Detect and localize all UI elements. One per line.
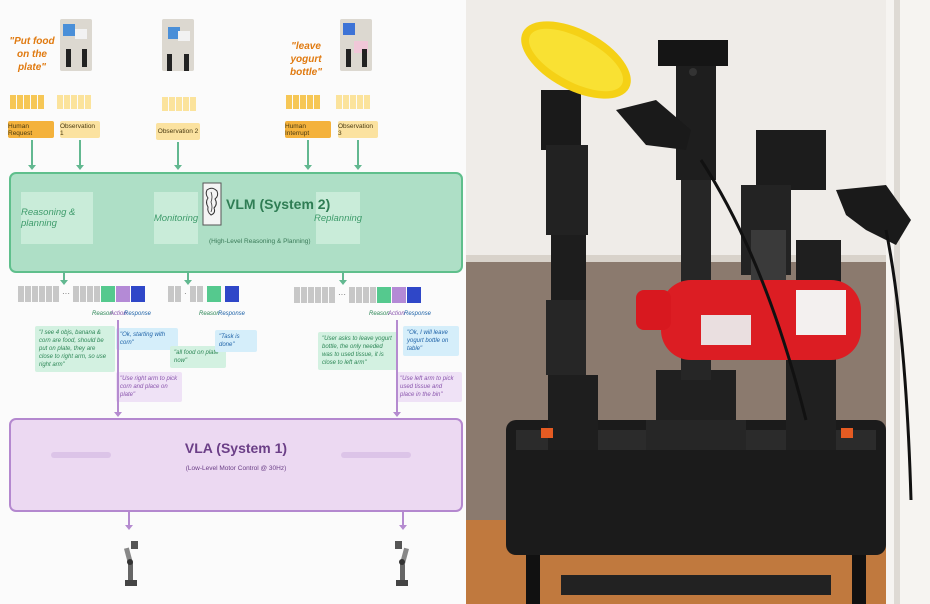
observation-thumbnail-3 <box>340 19 372 71</box>
vlm-subtitle: (High-Level Reasoning & Planning) <box>209 238 311 245</box>
reason-block <box>101 285 115 302</box>
blurred-band-1 <box>51 452 111 458</box>
hierarchical-system-diagram: "Put food on the plate" "leave yogurt bo… <box>8 19 463 586</box>
response-bubble-2: "Task is done" <box>215 330 257 352</box>
action-label-3: Action <box>388 311 405 317</box>
token-row-observation-1 <box>57 95 91 109</box>
arrow-input-2 <box>76 140 84 170</box>
output-sequence-3: ··· <box>294 286 421 303</box>
robot-arm-icon-left <box>117 538 143 586</box>
response-bubble-1: "Ok, starting with corn" <box>116 328 178 350</box>
arrow-input-3 <box>174 142 182 170</box>
response-block <box>407 286 421 303</box>
arrow-input-1 <box>28 140 36 170</box>
robot-arm-icon-right <box>390 538 416 586</box>
token-row-observation-2 <box>162 97 196 111</box>
reason-label-3: Reason <box>369 311 390 317</box>
instruction-put-food: "Put food on the plate" <box>9 36 55 73</box>
response-label-2: Response <box>218 311 246 317</box>
action-bubble-3: "Use left arm to pick used tissue and pl… <box>396 372 462 402</box>
brain-icon <box>202 182 222 226</box>
arrow-action-3 <box>393 320 401 417</box>
observation-thumbnail-1 <box>60 19 92 71</box>
output-sequence-2: · <box>168 285 239 302</box>
vlm-title: VLM (System 2) <box>226 196 331 212</box>
action-block <box>392 286 406 303</box>
reason-bubble-2: "all food on plate now" <box>170 346 226 368</box>
observation-thumbnail-2 <box>162 19 194 71</box>
instruction-leave-yogurt: "leave yogurt bottle" <box>290 41 322 78</box>
token-row-interrupt <box>286 95 320 109</box>
tag-human-interrupt: Human Interrupt <box>285 121 331 138</box>
arrow-output-1 <box>60 271 68 285</box>
reason-bubble-3: "User asks to leave yogurt bottle, the o… <box>318 332 398 370</box>
reason-bubble-1: "I see 4 objs, banana & corn are food, s… <box>35 326 115 372</box>
action-label-1: Action <box>110 311 127 317</box>
mode-monitoring: Monitoring <box>154 192 198 244</box>
robot-photo <box>466 0 930 604</box>
arrow-input-5 <box>354 140 362 170</box>
response-label-3: Response <box>404 311 432 317</box>
response-label-1: Response <box>124 311 152 317</box>
action-block <box>116 285 130 302</box>
response-block <box>131 285 145 302</box>
arrow-motor-2 <box>399 512 407 530</box>
reason-label-1: Reason <box>92 311 113 317</box>
output-sequence-1: ··· <box>18 285 145 302</box>
token-row-request <box>10 95 44 109</box>
tag-observation-1: Observation 1 <box>60 121 100 138</box>
mode-replanning: Replanning <box>314 192 362 244</box>
reason-label-2: Reason <box>199 311 220 317</box>
vla-subtitle: (Low-Level Motor Control @ 30Hz) <box>185 465 287 472</box>
reason-block <box>377 286 391 303</box>
response-block <box>224 285 239 302</box>
arrow-output-3 <box>339 271 347 285</box>
tag-observation-3: Observation 3 <box>338 121 378 138</box>
vla-title: VLA (System 1) <box>184 440 288 456</box>
vlm-system-2-box: Reasoning & planning Monitoring Replanni… <box>9 172 463 273</box>
blurred-band-2 <box>341 452 411 458</box>
reason-block <box>206 285 221 302</box>
mode-reasoning-planning: Reasoning & planning <box>21 192 93 244</box>
arrow-action-1 <box>114 320 122 417</box>
vla-system-1-box: VLA (System 1) (Low-Level Motor Control … <box>9 418 463 512</box>
tag-human-request: Human Request <box>8 121 54 138</box>
arrow-output-2 <box>184 271 192 285</box>
action-bubble-1: "Use right arm to pick corn and place on… <box>116 372 182 402</box>
arrow-input-4 <box>304 140 312 170</box>
tag-observation-2: Observation 2 <box>156 123 200 140</box>
token-row-observation-3 <box>336 95 370 109</box>
arrow-motor-1 <box>125 512 133 530</box>
response-bubble-3: "Ok, I will leave yogurt bottle on table… <box>403 326 459 356</box>
